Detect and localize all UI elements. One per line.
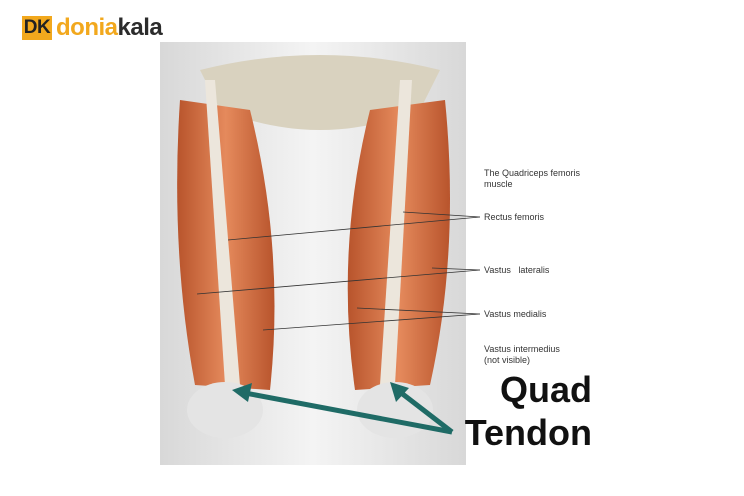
callout-tendon: Tendon — [464, 412, 592, 453]
label-rectus-femoris: Rectus femoris — [484, 212, 545, 222]
left-knee — [187, 382, 263, 438]
logo-mark: DK — [22, 16, 52, 40]
label-vastus-intermedius: Vastus intermedius — [484, 344, 560, 354]
leader-lines — [196, 211, 481, 331]
logo: DK donia kala — [22, 14, 163, 42]
label-title: The Quadriceps femoris muscle — [484, 168, 581, 189]
left-rectus-tendon — [205, 80, 240, 385]
tendon-arrows — [232, 382, 454, 435]
logo-text-2: kala — [117, 14, 163, 41]
callout-quad: Quad — [499, 369, 592, 410]
label-not-visible: (not visible) — [484, 355, 531, 365]
label-vastus-medialis: Vastus medialis — [484, 309, 547, 319]
right-rectus-tendon — [380, 80, 412, 385]
label-vastus-lateralis: Vastus lateralis — [484, 265, 550, 275]
logo-text-1: donia — [56, 14, 118, 41]
